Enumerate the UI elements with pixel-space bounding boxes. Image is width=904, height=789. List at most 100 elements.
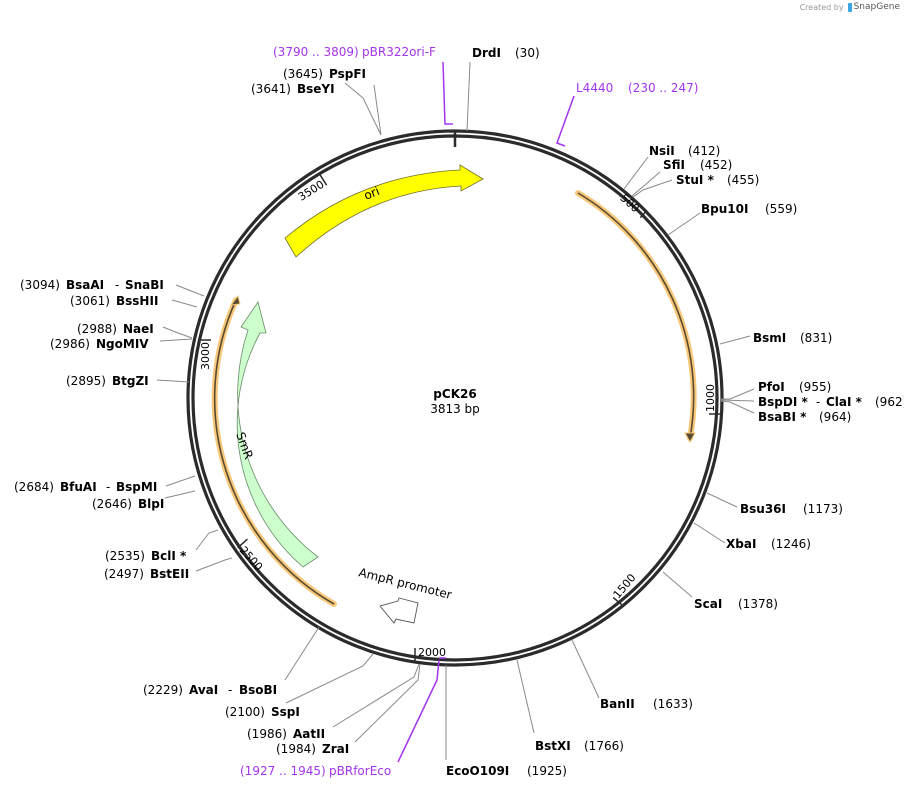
- orf-arc-left: [211, 294, 337, 607]
- primer-pbrforeco-line: [397, 659, 440, 763]
- enzyme-xbai[interactable]: XbaI(1246): [726, 537, 811, 551]
- svg-text:AvaI: AvaI: [189, 683, 218, 697]
- enzyme-ngomiv[interactable]: (2986)NgoMIV: [50, 337, 149, 351]
- credit-brand: SnapGene: [853, 2, 900, 12]
- svg-text:-: -: [816, 395, 820, 409]
- primer-l4440-name: L4440: [576, 81, 613, 95]
- enzyme-pfoi[interactable]: PfoI(955): [758, 380, 831, 394]
- svg-text:BstEII: BstEII: [150, 567, 189, 581]
- svg-text:(2497): (2497): [104, 567, 144, 581]
- enzyme-bfuai-bspmi[interactable]: (2684)BfuAI-BspMI: [14, 480, 157, 494]
- svg-text:BstXI: BstXI: [535, 739, 571, 753]
- svg-text:ScaI: ScaI: [694, 597, 722, 611]
- svg-text:BanII: BanII: [600, 697, 635, 711]
- enzyme-sfii[interactable]: SfiI (452): [663, 158, 732, 172]
- enzyme-bsabi[interactable]: BsaBI *(964): [758, 410, 851, 424]
- svg-text:ZraI: ZraI: [322, 742, 349, 756]
- primer-pbr322ori-f-range: (3790 .. 3809): [273, 45, 359, 59]
- svg-text:ClaI *: ClaI *: [826, 395, 863, 409]
- primer-pbrforeco-name: pBRforEco: [329, 764, 391, 778]
- enzyme-btgzi[interactable]: (2895)BtgZI: [66, 374, 149, 388]
- svg-text:(30): (30): [515, 46, 540, 60]
- svg-text:(3645): (3645): [283, 67, 323, 81]
- svg-text:PfoI: PfoI: [758, 380, 785, 394]
- svg-text:(1925): (1925): [527, 764, 567, 778]
- enzyme-avai-bsobi[interactable]: (2229)AvaI-BsoBI: [143, 683, 277, 697]
- svg-text:(2988): (2988): [77, 322, 117, 336]
- enzyme-bstxi[interactable]: BstXI(1766): [535, 739, 624, 753]
- enzyme-ecoo109i[interactable]: EcoO109I(1925): [446, 764, 567, 778]
- feature-smr[interactable]: SmR: [233, 301, 319, 568]
- enzyme-bcli[interactable]: (2535)BclI *: [105, 549, 187, 563]
- plasmid-title: pCK26 3813 bp: [430, 387, 480, 416]
- enzyme-naei[interactable]: (2988) NaeI: [77, 322, 154, 336]
- svg-text:(1378): (1378): [738, 597, 778, 611]
- svg-text:BspDI *: BspDI *: [758, 395, 808, 409]
- svg-text:DrdI: DrdI: [472, 46, 501, 60]
- svg-text:(1246): (1246): [771, 537, 811, 551]
- tick-label-1000: 1000: [704, 384, 717, 412]
- enzyme-leader-lines: [156, 61, 755, 760]
- enzyme-aatii[interactable]: (1986) AatII: [247, 727, 325, 741]
- primer-pbrforeco-range: (1927 .. 1945): [240, 764, 326, 778]
- enzyme-bsaai-snabi[interactable]: (3094)BsaAI-SnaBI: [20, 278, 164, 292]
- feature-smr-label: SmR: [233, 430, 256, 461]
- svg-text:SspI: SspI: [271, 705, 300, 719]
- enzyme-stui[interactable]: StuI * (455): [676, 173, 759, 187]
- svg-text:AatII: AatII: [293, 727, 325, 741]
- primer-l4440-range: (230 .. 247): [628, 81, 698, 95]
- enzyme-bpu10i[interactable]: Bpu10I (559): [701, 202, 797, 216]
- enzyme-blpi[interactable]: (2646) BlpI: [92, 497, 164, 511]
- enzyme-zrai[interactable]: (1984) ZraI: [276, 742, 349, 756]
- svg-text:BtgZI: BtgZI: [112, 374, 149, 388]
- svg-text:BsoBI: BsoBI: [239, 683, 277, 697]
- svg-text:-: -: [106, 480, 110, 494]
- svg-text:(452): (452): [700, 158, 732, 172]
- svg-text:BsaAI: BsaAI: [66, 278, 104, 292]
- snapgene-credit: Created by SnapGene: [800, 2, 900, 12]
- enzyme-pspfi[interactable]: (3645)PspFI: [283, 67, 366, 81]
- enzyme-drdi[interactable]: DrdI (30): [472, 46, 540, 60]
- svg-text:NgoMIV: NgoMIV: [96, 337, 149, 351]
- enzyme-bsteii[interactable]: (2497) BstEII: [104, 567, 189, 581]
- svg-text:(455): (455): [727, 173, 759, 187]
- svg-text:(962): (962): [875, 395, 904, 409]
- svg-text:(2646): (2646): [92, 497, 132, 511]
- svg-text:(2684): (2684): [14, 480, 54, 494]
- enzyme-bsu36i[interactable]: Bsu36I(1173): [740, 502, 843, 516]
- svg-text:SfiI: SfiI: [663, 158, 685, 172]
- tick-label-3000: 3000: [199, 342, 212, 370]
- enzyme-bsshii[interactable]: (3061)BssHII: [70, 294, 158, 308]
- enzyme-scai[interactable]: ScaI (1378): [694, 597, 778, 611]
- svg-text:Bpu10I: Bpu10I: [701, 202, 748, 216]
- enzyme-labels-right: DrdI (30) NsiI(412) SfiI (452) StuI * (455)…: [446, 46, 904, 778]
- feature-ori-label: ori: [362, 184, 382, 203]
- svg-text:(1633): (1633): [653, 697, 693, 711]
- feature-ampr-promoter-label: AmpR promoter: [357, 565, 453, 602]
- enzyme-banii[interactable]: BanII (1633): [600, 697, 693, 711]
- svg-text:(559): (559): [765, 202, 797, 216]
- svg-text:NaeI: NaeI: [123, 322, 154, 336]
- svg-text:(1984): (1984): [276, 742, 316, 756]
- svg-text:(2535): (2535): [105, 549, 145, 563]
- svg-text:StuI *: StuI *: [676, 173, 715, 187]
- primer-pbr322ori-f-name: pBR322ori-F: [362, 45, 436, 59]
- feature-ori[interactable]: ori: [284, 164, 484, 258]
- enzyme-nsii[interactable]: NsiI(412): [649, 144, 720, 158]
- enzyme-bspdi-clai[interactable]: BspDI *-ClaI * (962): [758, 395, 904, 409]
- tick-label-2000: 2000: [418, 646, 446, 659]
- enzyme-sspi[interactable]: (2100) SspI: [225, 705, 300, 719]
- primer-l4440-marker: [556, 95, 575, 147]
- svg-text:(2100): (2100): [225, 705, 265, 719]
- svg-text:(964): (964): [819, 410, 851, 424]
- enzyme-bseyi[interactable]: (3641)BseYI: [251, 82, 335, 96]
- svg-text:(1986): (1986): [247, 727, 287, 741]
- plasmid-name: pCK26: [433, 387, 476, 401]
- feature-ampr-promoter[interactable]: AmpR promoter: [357, 565, 453, 624]
- enzyme-bsmi[interactable]: BsmI(831): [753, 331, 832, 345]
- orf-arc-right: [575, 190, 697, 444]
- svg-text:BseYI: BseYI: [297, 82, 335, 96]
- svg-text:BspMI: BspMI: [116, 480, 157, 494]
- svg-text:BlpI: BlpI: [138, 497, 164, 511]
